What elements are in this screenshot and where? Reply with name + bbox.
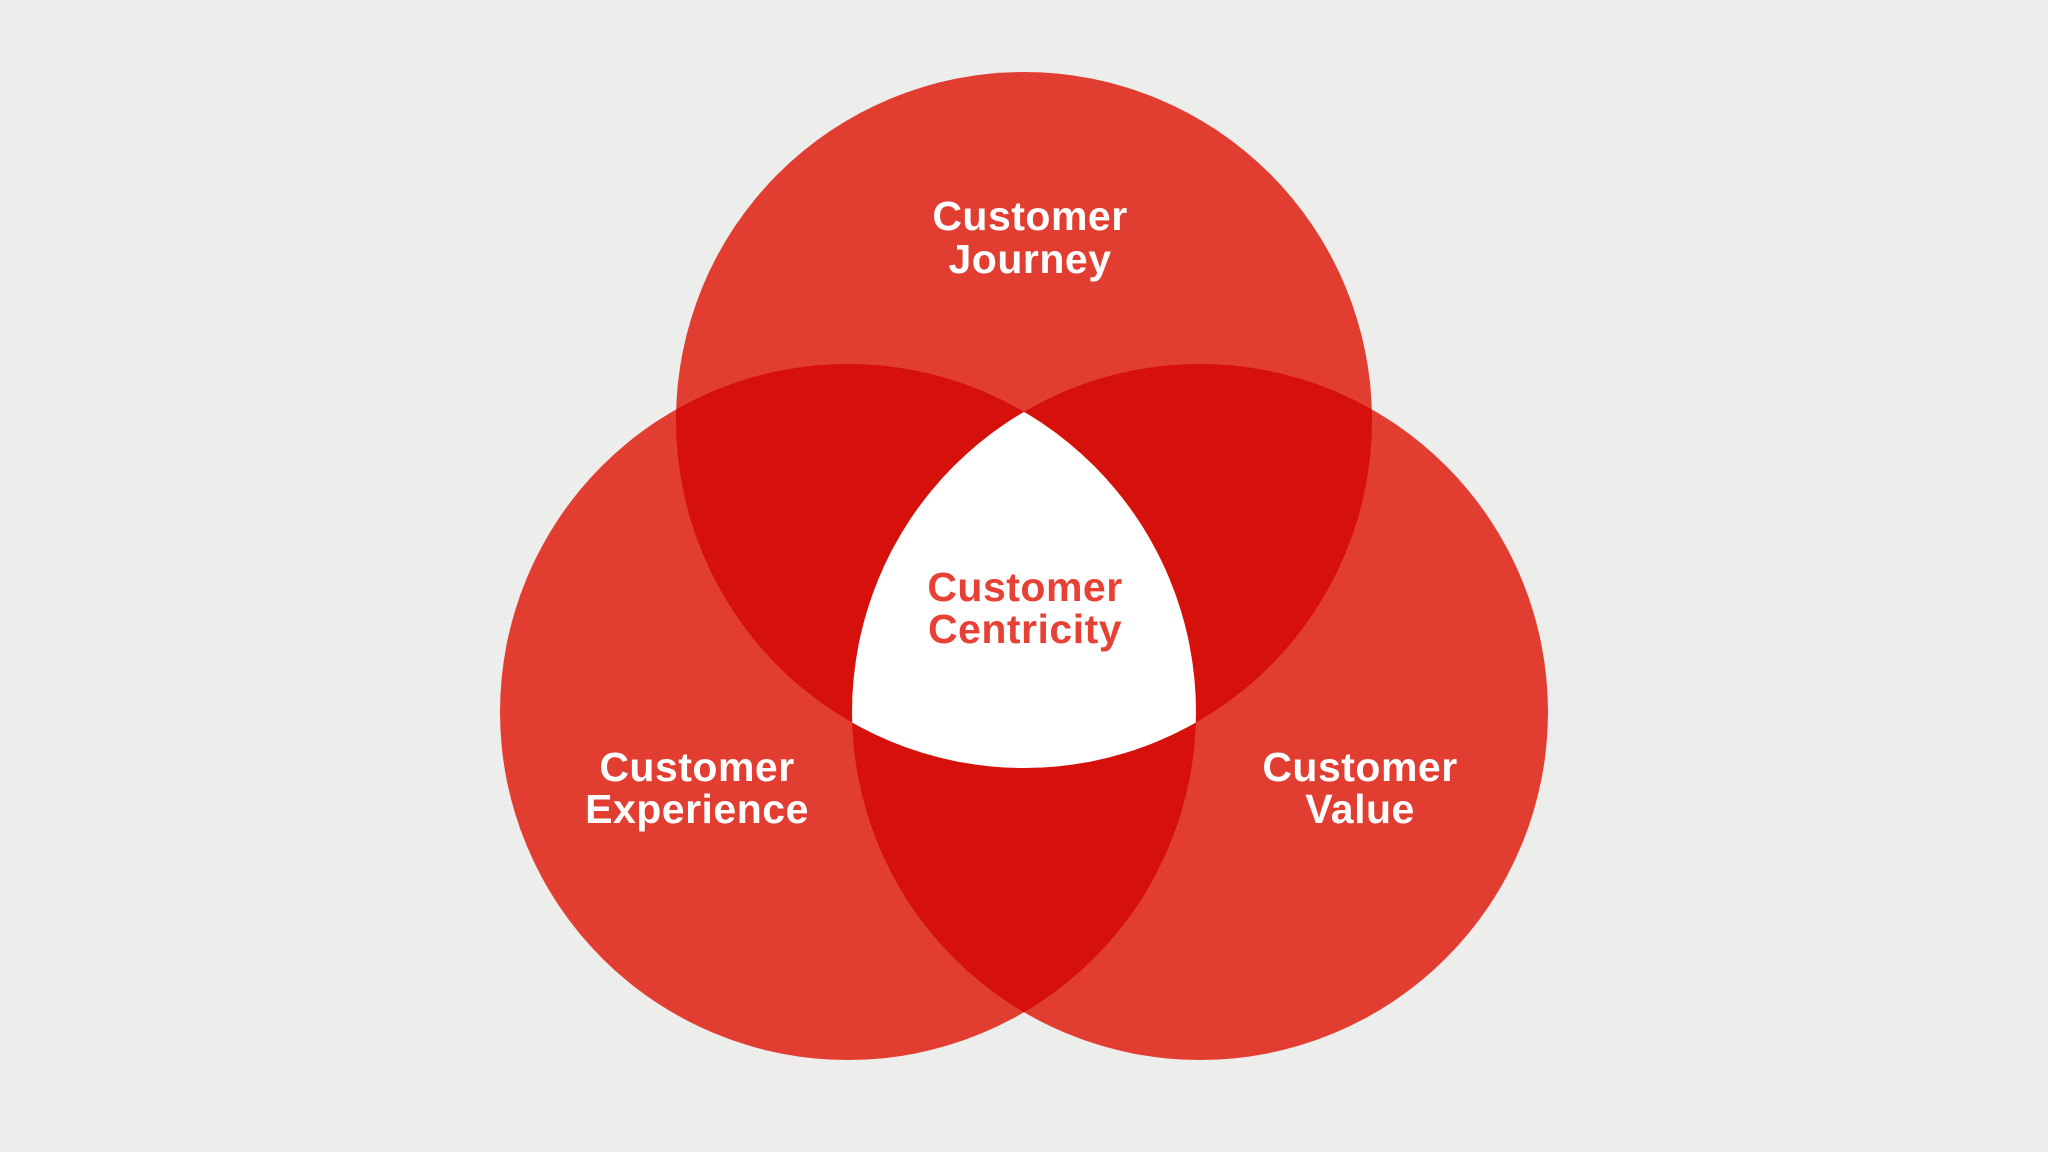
- center-region-inner-clip: [852, 364, 1196, 768]
- center-region: [852, 364, 1196, 768]
- label-customer-value-line2: Value: [1305, 786, 1415, 832]
- label-customer-centricity-line1: Customer: [927, 564, 1122, 610]
- label-customer-experience-line2: Experience: [585, 786, 809, 832]
- center-region-outer-clip: [852, 364, 1196, 768]
- label-customer-centricity-line2: Centricity: [928, 606, 1122, 652]
- label-customer-experience-line1: Customer: [599, 744, 794, 790]
- label-customer-value-line1: Customer: [1262, 744, 1457, 790]
- label-customer-journey-line1: Customer: [932, 193, 1127, 239]
- label-customer-journey-line2: Journey: [949, 236, 1112, 282]
